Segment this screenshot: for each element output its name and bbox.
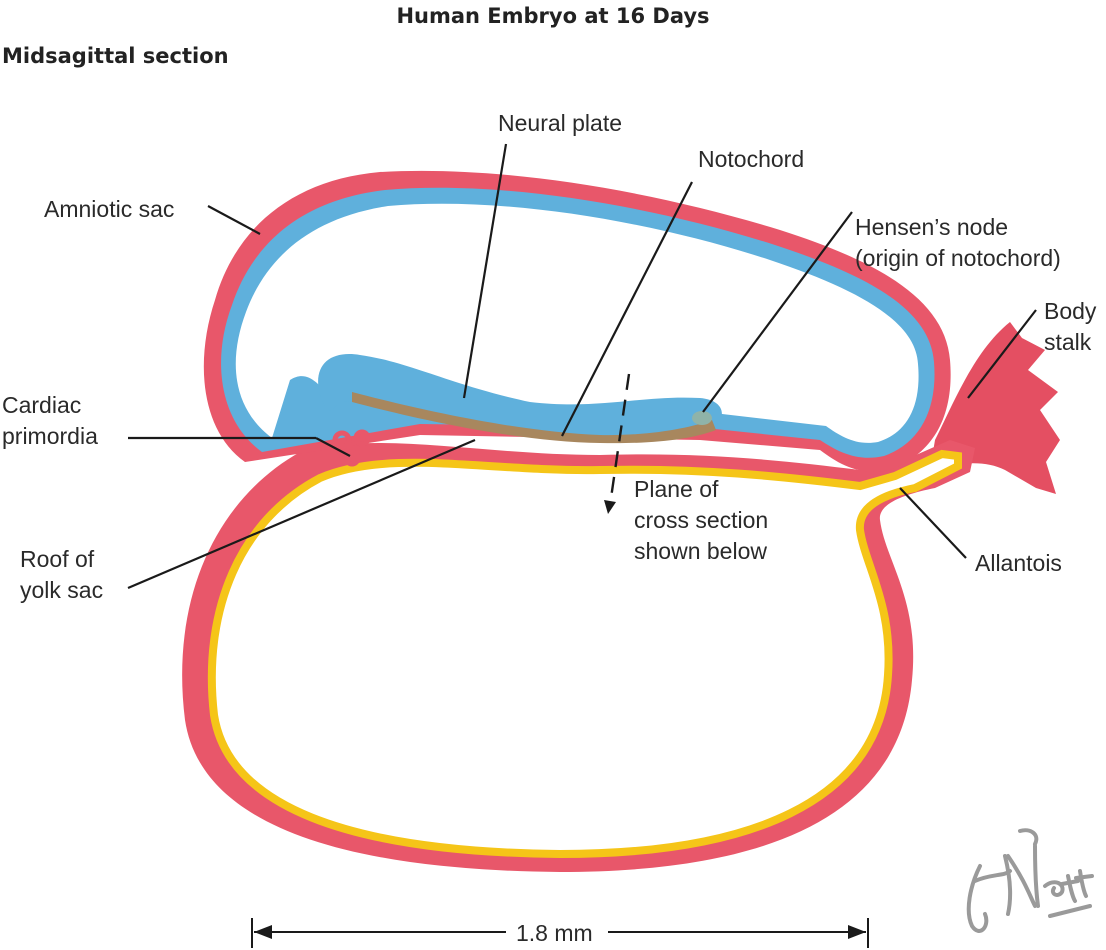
label-plane-line3: shown below [634,538,767,564]
netter-signature [966,828,1094,933]
scale-bar-label: 1.8 mm [516,920,593,946]
yolk-sac-lumen [207,449,962,859]
label-body-stalk: Body stalk [1044,296,1096,358]
figure-subtitle: Midsagittal section [2,44,229,68]
label-body-stalk-line1: Body [1044,298,1097,324]
figure-title: Human Embryo at 16 Days [396,4,710,28]
leader-notochord [561,181,693,437]
leader-roof-yolk [127,438,476,590]
leader-lines [127,143,1037,590]
label-roof-line1: Roof of [20,546,95,572]
cardiac-primordia-shape [332,429,371,467]
label-allantois: Allantois [975,550,1062,576]
scale-bar-graphic [251,918,869,948]
leader-allantois [899,487,967,559]
notochord-shape [352,392,716,444]
label-roof-of-yolk-sac: Roof of yolk sac [20,544,103,606]
label-amniotic-sac: Amniotic sac [44,196,175,222]
leader-cardiac-2 [315,437,351,457]
leader-hensens-node [702,211,853,413]
label-notochord: Notochord [698,146,805,172]
leader-amniotic-sac [207,205,261,235]
plane-arrowhead [604,500,616,514]
label-plane-line1: Plane of [634,476,719,502]
neural-plate-shape [318,354,722,438]
plane-arrow [608,373,631,506]
scale-arrow-left [254,925,272,939]
leader-body-stalk [967,309,1037,399]
label-hensens-node-line2: (origin of notochord) [855,245,1061,271]
label-plane-line2: cross section [634,507,769,533]
label-plane-of-section: Plane of cross section shown below [634,474,768,567]
label-roof-line2: yolk sac [20,577,104,603]
label-hensens-node: Hensen’s node (origin of notochord) [855,212,1061,274]
label-body-stalk-line2: stalk [1044,329,1092,355]
scale-arrow-right [848,925,866,939]
label-cardiac-line1: Cardiac [2,392,82,418]
label-neural-plate: Neural plate [498,110,623,136]
hensens-node-shape [692,411,712,425]
label-cardiac-primordia: Cardiac primordia [2,390,98,452]
leader-neural-plate [462,143,508,399]
label-cardiac-line2: primordia [2,423,98,449]
label-hensens-node-line1: Hensen’s node [855,214,1009,240]
